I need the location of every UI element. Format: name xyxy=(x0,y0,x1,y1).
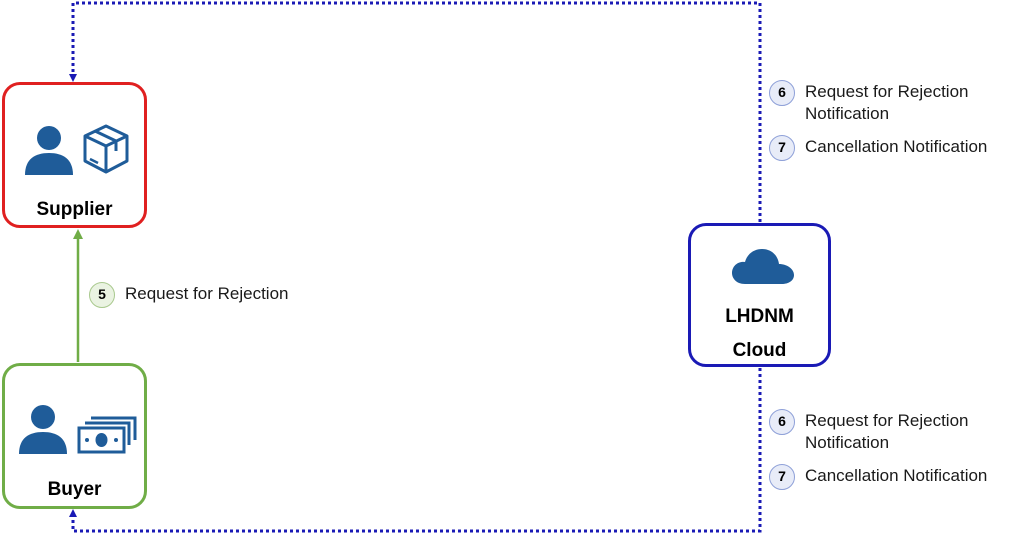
person-icon xyxy=(25,126,73,175)
money-icon xyxy=(77,416,137,454)
step-text-line: Request for Rejection xyxy=(125,284,289,303)
step-text-line: Notification xyxy=(805,433,890,452)
step-text: Request for Rejection Notification xyxy=(805,81,968,125)
dotted-connector-cloud-to-supplier xyxy=(69,1,762,222)
step-text: Cancellation Notification xyxy=(805,465,987,487)
package-icon xyxy=(83,124,129,174)
dotted-connector-cloud-to-buyer xyxy=(69,368,762,533)
step-text-line: Request for Rejection xyxy=(805,411,969,430)
lhdnm-cloud-node: LHDNM Cloud xyxy=(688,223,831,367)
step-number-badge: 6 xyxy=(769,409,795,435)
step-text-line: Cancellation Notification xyxy=(805,137,988,156)
person-icon xyxy=(19,405,67,454)
cloud-label-line1: LHDNM xyxy=(725,306,794,327)
step-text-line: Request for Rejection xyxy=(805,82,969,101)
step-6-cloud-to-supplier: 6 Request for Rejection Notification xyxy=(769,80,968,125)
step-5-buyer-to-supplier: 5 Request for Rejection xyxy=(89,282,288,308)
supplier-label: Supplier xyxy=(36,199,113,220)
supplier-node: Supplier xyxy=(2,82,147,228)
step-text: Request for Rejection Notification xyxy=(805,410,968,454)
buyer-node: Buyer xyxy=(2,363,147,509)
step-7-cloud-to-supplier: 7 Cancellation Notification xyxy=(769,135,987,161)
cloud-icon xyxy=(732,249,794,284)
step-number-badge: 7 xyxy=(769,464,795,490)
step-text-line: Notification xyxy=(805,104,890,123)
step-7-cloud-to-buyer: 7 Cancellation Notification xyxy=(769,464,987,490)
step-text: Request for Rejection xyxy=(125,283,288,305)
step-text-line: Cancellation Notification xyxy=(805,466,988,485)
step-text: Cancellation Notification xyxy=(805,136,987,158)
cloud-label-line2: Cloud xyxy=(732,340,787,361)
step-number-badge: 7 xyxy=(769,135,795,161)
step-6-cloud-to-buyer: 6 Request for Rejection Notification xyxy=(769,409,968,454)
step-number-badge: 5 xyxy=(89,282,115,308)
buyer-label: Buyer xyxy=(47,479,102,500)
step-number-badge: 6 xyxy=(769,80,795,106)
